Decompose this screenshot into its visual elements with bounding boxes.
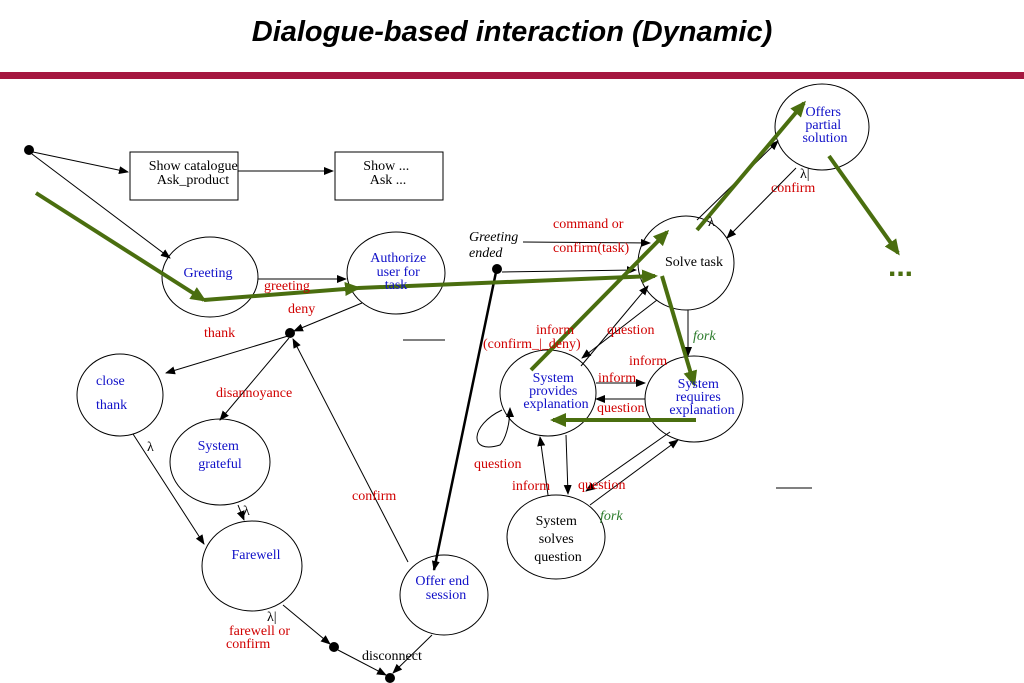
lambda-solve-label: λ	[708, 215, 715, 230]
greeting-ended-dot	[492, 264, 502, 274]
greeting-ended-label: Greeting ended	[469, 230, 522, 261]
solves-question-state-label: System solves question	[534, 514, 581, 565]
thank-label: thank	[204, 326, 235, 341]
disannoyance-label: disannoyance	[216, 386, 292, 401]
greeting-state	[161, 236, 259, 318]
farewell-state-label: Farewell	[232, 548, 281, 563]
deny-label: deny	[288, 302, 315, 317]
slide-title: Dialogue-based interaction (Dynamic)	[251, 16, 773, 48]
lambda-close-label: λ	[147, 440, 154, 455]
lambda-grateful-label: λ	[243, 504, 250, 519]
farewell-or-confirm-label: λ| farewell or confirm	[226, 610, 294, 652]
show-ask-box	[334, 151, 444, 201]
inform-upper-label: inform	[629, 354, 667, 369]
confirm-task-label: confirm(task)	[553, 241, 630, 256]
provides-explanation-state-label: System provides explanation	[523, 371, 588, 412]
system-grateful-state-label: System grateful	[198, 439, 243, 472]
start-dot	[24, 145, 34, 155]
fork-bottom-label: fork	[600, 509, 623, 524]
question-lower-label: question	[578, 478, 625, 493]
ellipsis-label: ...	[888, 250, 913, 283]
greeting-state-label: Greeting	[184, 266, 233, 281]
authorize-state	[346, 231, 446, 315]
farewell-dot	[329, 642, 339, 652]
disconnect-dot	[385, 673, 395, 683]
requires-explanation-state-label: System requires explanation	[669, 377, 734, 418]
farewell-state	[201, 520, 303, 612]
offer-end-state	[399, 554, 489, 636]
greeting-ended-to-offer-end-arrow	[431, 271, 498, 571]
disconnect-label: disconnect	[362, 649, 422, 664]
offers-partial-state	[774, 83, 870, 171]
title-rule	[0, 72, 1024, 79]
solve-task-state-label: Solve task	[665, 255, 723, 270]
show-ask-label: Show ... Ask ...	[363, 159, 412, 188]
fork-top-label: fork	[693, 329, 716, 344]
close-thank-state	[76, 353, 164, 437]
inform-confirm-label: inform	[536, 323, 574, 338]
greeting-event-label: greeting	[264, 279, 310, 294]
confirm-deny-label: (confirm_|_deny)	[483, 337, 581, 352]
junction-dot	[285, 328, 295, 338]
solves-question-state	[506, 494, 606, 580]
confirm-label: confirm	[352, 489, 396, 504]
offers-partial-state-label: Offers partial solution	[802, 105, 847, 146]
inform-lower-label: inform	[512, 479, 550, 494]
question-top-label: question	[607, 323, 654, 338]
authorize-state-label: Authorize user for task	[370, 251, 429, 293]
scenario-path	[34, 100, 900, 427]
inform-middle-label: inform	[598, 371, 636, 386]
show-catalogue-box	[129, 151, 239, 201]
question-loop-label: question	[474, 457, 521, 472]
offer-end-state-label: Offer end session	[415, 574, 472, 603]
close-thank-state-label: close thank	[96, 374, 128, 413]
show-catalogue-label: Show catalogue Ask_product	[149, 159, 242, 188]
command-or-label: command or	[553, 217, 624, 232]
question-middle-label: question	[597, 401, 644, 416]
lambda-confirm-top-label: λ| confirm	[771, 167, 815, 196]
